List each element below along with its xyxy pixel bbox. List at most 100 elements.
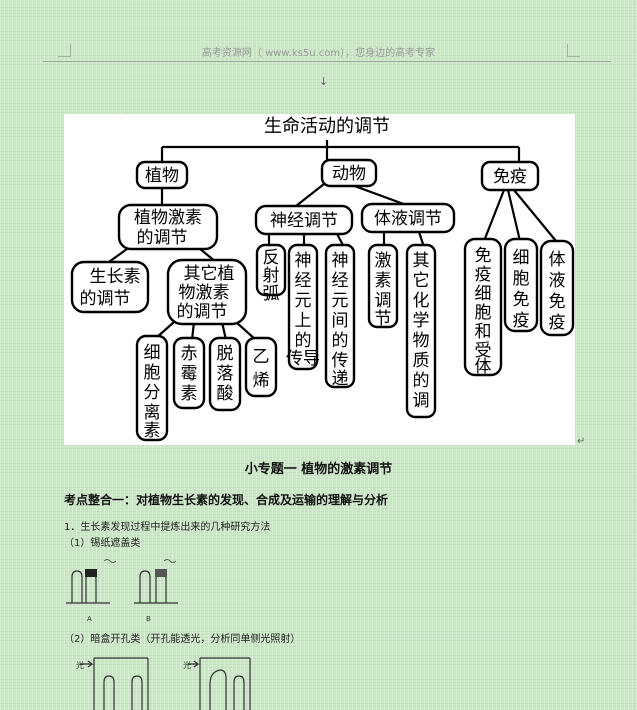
leaf-ethylene-char: 烯 <box>253 371 270 391</box>
concept-map-diagram: 生命活动的调节 植物 植物激素 的调节 生长素 的调节 其它植 物激素 的调节 … <box>70 116 575 442</box>
leaf-neuron-transmission-char: 元 <box>332 291 349 311</box>
leaf-other-chemical-char: 化 <box>413 291 430 311</box>
leaf-immune-cells-char: 胞 <box>475 303 492 323</box>
leaf-humoral-immunity-char: 液 <box>549 271 566 291</box>
leaf-other-chemical-char: 物 <box>413 331 430 351</box>
concept-map: 生命活动的调节 植物 植物激素 的调节 生长素 的调节 其它植 物激素 的调节 … <box>64 114 575 445</box>
node-box <box>135 334 169 442</box>
node-box <box>503 237 539 333</box>
leaf-neuron-transmission-char: 经 <box>332 271 349 291</box>
node-box <box>324 243 356 389</box>
leaf-other-chemical-char: 学 <box>413 311 430 331</box>
node-immunity: 免疫 <box>493 167 527 187</box>
leaf-neuron-conduction-char: 的 <box>295 331 312 351</box>
leaf-neuron-transmission-char: 传 <box>332 351 349 371</box>
light-label-2: 光 <box>183 661 191 670</box>
node-box <box>367 243 399 329</box>
foil-cover-figure <box>66 559 178 604</box>
leaf-cytokinin-char: 胞 <box>144 363 161 383</box>
node-box <box>254 204 354 236</box>
node-box <box>70 260 150 314</box>
node-box <box>255 243 287 297</box>
leaf-reflex-arc-char: 射 <box>263 266 280 286</box>
leaf-neuron-transmission: 神 <box>332 251 349 271</box>
node-auxin-line2: 的调节 <box>80 289 131 309</box>
leaf-other-chemical-char: 它 <box>413 271 430 291</box>
node-animal: 动物 <box>332 164 366 184</box>
node-other-plant-hormone-line2: 物激素 <box>179 283 230 303</box>
node-auxin: 生长素 <box>90 267 141 287</box>
node-box <box>320 158 378 188</box>
leaf-abscisic-acid-char: 酸 <box>217 384 234 404</box>
node-box <box>117 203 219 251</box>
node-other-plant-hormone-line3: 的调节 <box>177 302 228 322</box>
header-rule <box>43 61 611 62</box>
leaf-other-chemical-char: 质 <box>413 351 430 371</box>
leaf-cytokinin: 细 <box>144 343 161 363</box>
figure-label-a: A <box>87 615 92 623</box>
leaf-ethylene: 乙 <box>253 347 270 367</box>
node-box <box>287 243 319 371</box>
leaf-abscisic-acid: 脱 <box>217 344 234 364</box>
node-plant-hormone: 植物激素 <box>134 208 202 228</box>
node-neural: 神经调节 <box>270 211 338 231</box>
node-plant-hormone-line2: 的调节 <box>137 228 188 248</box>
leaf-immune-cells: 免 <box>475 246 492 266</box>
leaf-cellular-immunity-char: 免 <box>513 290 530 310</box>
node-box <box>405 243 437 419</box>
leaf-neuron-conduction-char: 传导 <box>286 349 320 369</box>
leaf-hormone-regulation-char: 调 <box>375 291 392 311</box>
node-humoral: 体液调节 <box>374 209 442 229</box>
leaf-neuron-conduction-char: 经 <box>295 271 312 291</box>
line-break-mark: ↓ <box>319 75 329 88</box>
leaf-cellular-immunity-char: 胞 <box>513 269 530 289</box>
leaf-neuron-conduction-char: 上 <box>295 311 312 331</box>
node-box <box>480 160 540 192</box>
leaf-cellular-immunity-char: 疫 <box>513 311 530 331</box>
node-box <box>208 336 242 412</box>
item-1: 1．生长素发现过程中提炼出来的几种研究方法 <box>64 522 271 533</box>
leaf-immune-cells-char: 细 <box>475 284 492 304</box>
light-label-1: 光 <box>76 661 84 670</box>
leaf-immune-cells-char: 体 <box>475 357 492 377</box>
dark-box-figure <box>80 657 251 710</box>
node-box <box>166 258 248 326</box>
leaf-gibberellin: 赤 <box>181 344 198 364</box>
node-box <box>172 336 206 410</box>
leaf-cytokinin-char: 素 <box>144 421 161 441</box>
leaf-cytokinin-char: 分 <box>144 383 161 403</box>
leaf-neuron-transmission-char: 间 <box>332 311 349 331</box>
leaf-immune-cells-char: 疫 <box>475 265 492 285</box>
category-1: （1）锡纸遮盖类 <box>64 538 141 549</box>
page-header: 高考资源网（ www.ks5u.com），您身边的高考专家 <box>201 48 436 59</box>
leaf-cellular-immunity: 细 <box>513 248 530 268</box>
leaf-hormone-regulation: 激 <box>375 251 392 271</box>
node-other-plant-hormone: 其它植 <box>184 264 235 284</box>
node-box <box>539 239 575 337</box>
leaf-reflex-arc: 反 <box>263 248 280 268</box>
leaf-other-chemical: 其 <box>413 251 430 271</box>
foil-cap <box>85 569 97 577</box>
leaf-cytokinin-char: 离 <box>144 403 161 423</box>
node-box <box>360 202 456 234</box>
map-title: 生命活动的调节 <box>264 116 390 137</box>
leaf-hormone-regulation-char: 素 <box>375 271 392 291</box>
node-box <box>463 237 503 377</box>
leaf-humoral-immunity-char: 免 <box>549 292 566 312</box>
figure-label-b: B <box>146 615 151 623</box>
leaf-immune-cells-char: 和 <box>475 322 492 342</box>
leaf-humoral-immunity: 体 <box>549 250 566 270</box>
category-2: （2）暗盒开孔类（开孔能透光，分析同单侧光照射） <box>64 634 301 645</box>
node-box <box>244 336 278 398</box>
leaf-other-chemical-char: 的 <box>413 371 430 391</box>
margin-mark <box>58 44 71 57</box>
margin-mark <box>567 44 580 57</box>
topic-subtitle: 小专题一 植物的激素调节 <box>244 462 393 477</box>
leaf-reflex-arc-char: 弧 <box>263 284 280 304</box>
paragraph-mark: ↵ <box>577 436 586 447</box>
leaf-humoral-immunity-char: 疫 <box>549 313 566 333</box>
key-point-heading: 考点整合一：对植物生长素的发现、合成及运输的理解与分析 <box>64 493 389 507</box>
foil-sleeve <box>155 569 167 577</box>
leaf-neuron-transmission-char: 的 <box>332 331 349 351</box>
